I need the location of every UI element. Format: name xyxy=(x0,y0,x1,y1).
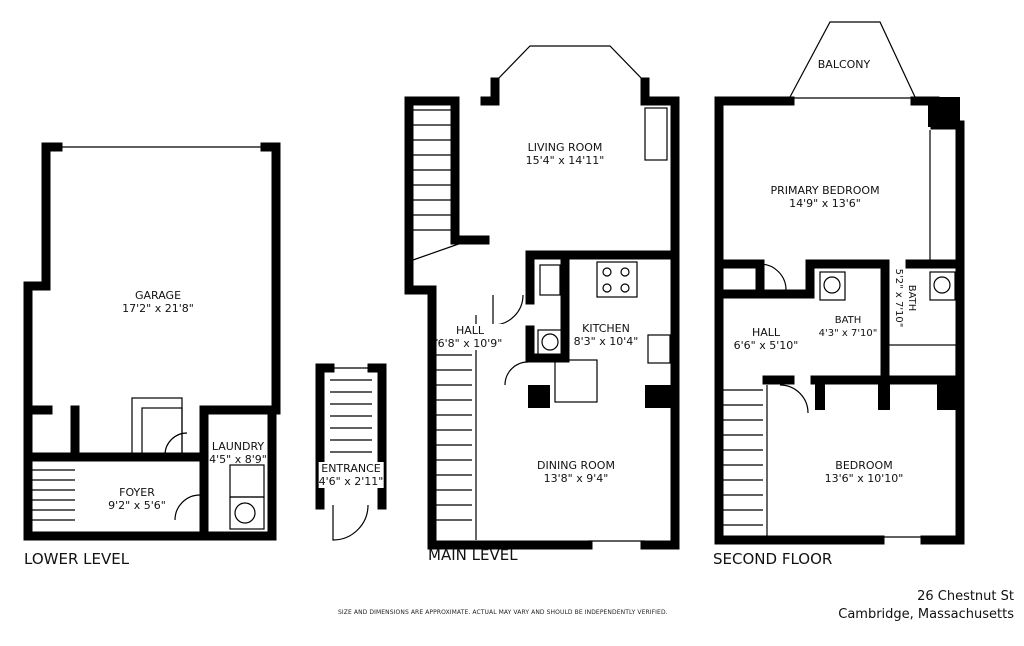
room-dims: 17'2" x 21'8" xyxy=(122,302,194,315)
entrance-walls xyxy=(315,363,387,541)
room-name: HALL xyxy=(751,326,781,339)
room-name: BEDROOM xyxy=(835,459,893,472)
room-name: LAUNDRY xyxy=(211,440,265,453)
room-name: LIVING ROOM xyxy=(527,141,603,154)
room-dims: 9'2" x 5'6" xyxy=(108,499,166,512)
room-name: ENTRANCE xyxy=(321,462,381,475)
room-name: DINING ROOM xyxy=(537,459,615,472)
level-title-main: MAIN LEVEL xyxy=(428,546,518,564)
room-bath-1: BATH 4'3" x 7'10" xyxy=(819,314,878,340)
room-name: BATH xyxy=(834,315,862,326)
room-name: FOYER xyxy=(119,486,155,499)
room-dims: 6'8" x 10'9" xyxy=(437,337,503,350)
room-dims: 4'6" x 2'11" xyxy=(318,475,384,488)
disclaimer: SIZE AND DIMENSIONS ARE APPROXIMATE. ACT… xyxy=(338,609,668,616)
room-dims: 8'3" x 10'4" xyxy=(573,335,639,348)
level-title-second: SECOND FLOOR xyxy=(713,550,833,568)
room-dims: 13'8" x 9'4" xyxy=(543,472,609,485)
lower-level-walls xyxy=(23,142,281,541)
address-line-2: Cambridge, Massachusetts xyxy=(838,607,1014,622)
room-dims: 4'3" x 7'10" xyxy=(818,328,878,339)
room-dims: 15'4" x 14'11" xyxy=(525,154,605,167)
room-name: HALL xyxy=(455,324,485,337)
room-dims: 4'5" x 8'9" xyxy=(209,453,267,466)
second-floor-walls xyxy=(714,21,965,545)
room-dims: 5'2" x 7'10" xyxy=(893,268,904,328)
room-dims: 13'6" x 10'10" xyxy=(824,472,904,485)
room-balcony: BALCONY xyxy=(817,58,871,71)
room-name: BATH xyxy=(906,284,917,312)
address-line-1: 26 Chestnut St xyxy=(917,589,1014,604)
room-name: PRIMARY BEDROOM xyxy=(770,184,880,197)
room-dims: 14'9" x 13'6" xyxy=(789,197,861,210)
room-name: KITCHEN xyxy=(582,322,630,335)
room-name: GARAGE xyxy=(134,289,182,302)
level-title-lower: LOWER LEVEL xyxy=(24,550,130,568)
room-dims: 6'6" x 5'10" xyxy=(733,339,799,352)
